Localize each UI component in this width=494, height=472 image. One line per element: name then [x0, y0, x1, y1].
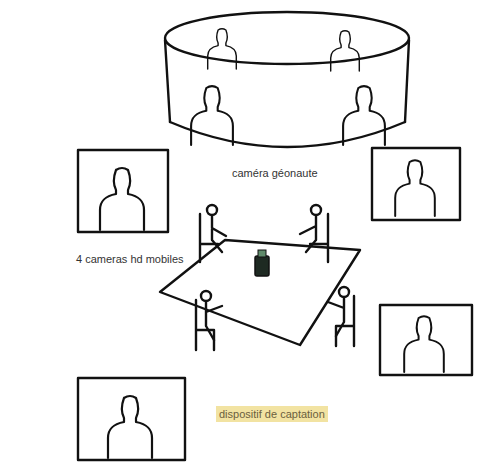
- seated-person: [300, 205, 328, 262]
- silhouette: [331, 31, 360, 71]
- camera: [255, 250, 269, 276]
- silhouette: [100, 168, 144, 230]
- silhouette: [395, 160, 435, 216]
- seated-person: [328, 287, 354, 346]
- cameras-label: 4 cameras hd mobiles: [76, 252, 184, 266]
- screen-frame: [380, 305, 472, 375]
- silhouette: [108, 396, 152, 458]
- silhouette: [191, 86, 233, 145]
- seated-person: [196, 291, 222, 350]
- silhouette: [343, 86, 385, 145]
- highlighted-caption: dispositif de captation: [216, 406, 328, 422]
- silhouette: [404, 316, 444, 372]
- screen-frame: [78, 378, 185, 460]
- screen-frame: [78, 150, 168, 232]
- silhouette: [208, 29, 237, 69]
- circular-screen: [165, 12, 409, 147]
- screen-frame: [372, 148, 460, 220]
- camera-label: caméra géonaute: [232, 166, 318, 180]
- table: [160, 240, 360, 345]
- seated-person: [200, 205, 226, 262]
